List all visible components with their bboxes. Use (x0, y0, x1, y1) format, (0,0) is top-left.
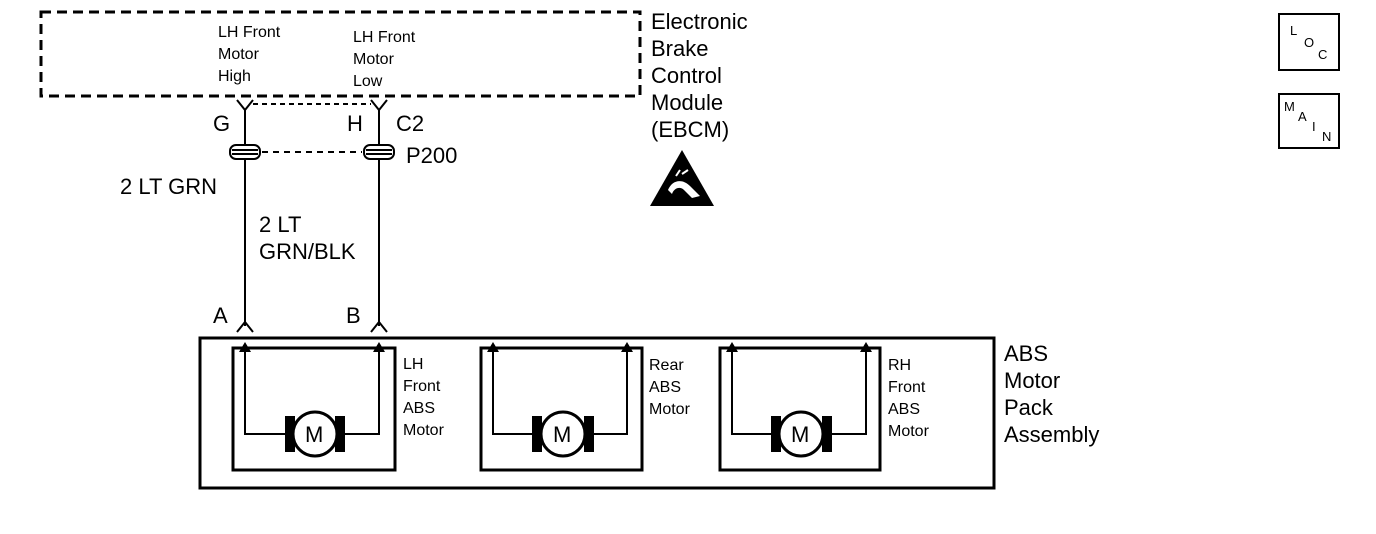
loc-letter-c: C (1318, 47, 1328, 62)
esd-warning-icon (650, 150, 714, 206)
terminal-g-label: G (213, 111, 231, 136)
motor-symbol-rh-front (771, 410, 832, 458)
pin-high-label: LH Front Motor High (218, 24, 281, 85)
p200-connector-left (229, 144, 261, 160)
connector-c2-label: C2 (396, 111, 425, 136)
motor-letter-lh: M (305, 422, 324, 447)
p200-connector-right (363, 144, 395, 160)
wire-left-label: 2 LT GRN (120, 174, 217, 199)
main-button[interactable]: M A I N (1278, 93, 1340, 149)
motor-box-rear (479, 346, 644, 472)
wire-right-label: 2 LT GRN/BLK (259, 212, 356, 264)
terminal-h-symbol (370, 99, 388, 112)
ebcm-module-outline (39, 10, 642, 98)
motor-letter-rh: M (791, 422, 810, 447)
terminal-a-symbol (236, 320, 254, 333)
terminal-h-label: H (347, 111, 363, 136)
loc-letter-o: O (1304, 35, 1315, 50)
ebcm-module-name: Electronic Brake Control Module (EBCM) (651, 9, 748, 142)
terminal-b-symbol (370, 320, 388, 333)
motor-symbol-rear (532, 410, 594, 458)
loc-letter-l: L (1290, 23, 1298, 38)
motor-label-rh-front: RH Front ABS Motor (888, 357, 929, 440)
motor-label-rear: Rear ABS Motor (649, 357, 690, 418)
main-letter-n: N (1322, 129, 1332, 144)
main-letter-i: I (1312, 119, 1316, 134)
motor-pack-name: ABS Motor Pack Assembly (1004, 341, 1100, 447)
motor-symbol-lh-front (285, 410, 345, 458)
main-letter-m: M (1284, 99, 1295, 114)
terminal-a-label: A (213, 303, 228, 328)
motor-box-lh-front (231, 346, 397, 472)
main-letter-a: A (1298, 109, 1307, 124)
pin-low-label: LH Front Motor Low (353, 29, 416, 90)
motor-box-rh-front (718, 346, 882, 472)
terminal-b-label: B (346, 303, 361, 328)
motor-pack-outline (198, 336, 996, 490)
loc-button[interactable]: L O C (1278, 13, 1340, 71)
motor-label-lh-front: LH Front ABS Motor (403, 356, 444, 439)
motor-letter-rear: M (553, 422, 572, 447)
p200-label: P200 (406, 143, 458, 168)
terminal-g-symbol (236, 99, 254, 112)
